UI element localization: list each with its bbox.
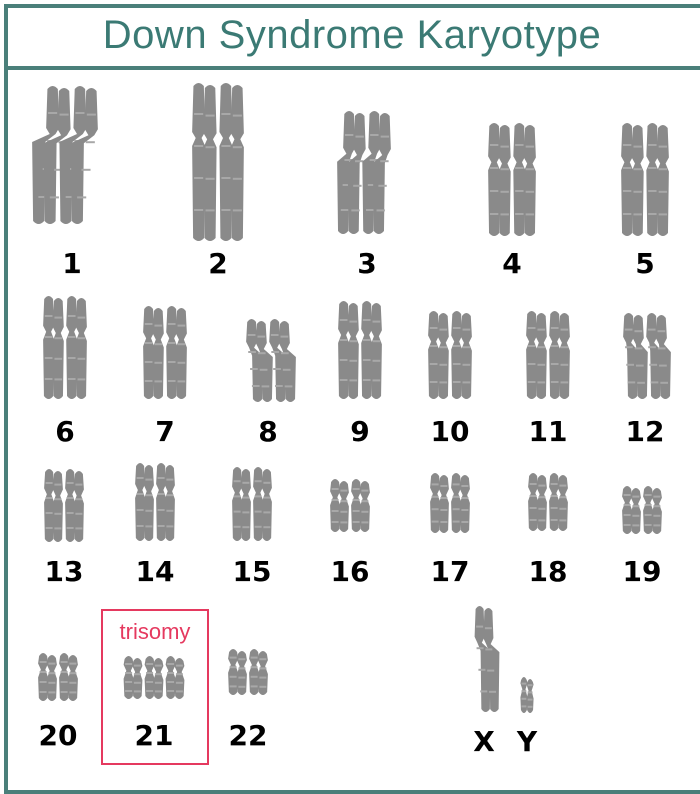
chromosome-17-copy: [430, 473, 449, 533]
chromosome-15: [232, 467, 272, 541]
chromosome-14-copy: [135, 463, 154, 541]
chromosome-14: [135, 463, 175, 541]
chromosome-label-3: 3: [337, 250, 397, 278]
chromosome-13-copy: [44, 469, 63, 542]
chromosome-12-copy: [623, 313, 648, 399]
chromosome-drawing: [0, 0, 700, 777]
chromosome-label-19: 19: [612, 558, 672, 586]
chromosome-x-copy: [475, 606, 500, 712]
chromosome-21-copy: [166, 656, 185, 699]
chromosome-10-copy: [451, 311, 472, 399]
chromosome-label-2: 2: [188, 250, 248, 278]
chromosome-label-11: 11: [518, 418, 578, 446]
chromosome-22-copy: [249, 649, 268, 695]
chromosome-20-copy: [38, 653, 57, 701]
chromosome-13: [44, 469, 84, 542]
chromosome-label-5: 5: [615, 250, 675, 278]
chromosome-y: [520, 677, 533, 713]
chromosome-6-copy: [43, 296, 64, 399]
chromosome-7: [143, 306, 187, 399]
chromosome-3-copy: [337, 111, 366, 234]
chromosome-label-6: 6: [35, 418, 95, 446]
chromosome-label-16: 16: [320, 558, 380, 586]
chromosome-y-copy: [520, 677, 533, 713]
chromosome-13-copy: [65, 469, 84, 542]
chromosome-20: [38, 653, 78, 701]
chromosome-15-copy: [253, 467, 272, 541]
chromosome-5-copy: [646, 123, 669, 236]
chromosome-11-copy: [526, 311, 547, 399]
chromosome-19-copy: [643, 486, 662, 534]
chromosome-2: [192, 83, 244, 241]
chromosome-9: [338, 301, 382, 399]
chromosome-label-7: 7: [135, 418, 195, 446]
chromosome-3-copy: [362, 111, 391, 234]
chromosome-5-copy: [621, 123, 644, 236]
chromosome-19: [622, 486, 662, 534]
chromosome-8: [246, 319, 296, 402]
chromosome-5: [621, 123, 669, 236]
chromosome-x: [475, 606, 500, 712]
chromosome-6: [43, 296, 87, 399]
chromosome-9-copy: [338, 301, 359, 399]
chromosome-11-copy: [549, 311, 570, 399]
chromosome-7-copy: [143, 306, 164, 399]
chromosome-label-9: 9: [330, 418, 390, 446]
chromosome-18: [528, 473, 568, 531]
chromosome-21-copy: [145, 656, 164, 699]
chromosome-4-copy: [488, 123, 511, 236]
chromosome-label-18: 18: [518, 558, 578, 586]
chromosome-12-copy: [646, 313, 671, 399]
chromosome-label-15: 15: [222, 558, 282, 586]
chromosome-7-copy: [166, 306, 187, 399]
chromosome-16-copy: [330, 479, 349, 532]
chromosome-label-y: Y: [497, 728, 557, 756]
chromosome-11: [526, 311, 570, 399]
chromosome-14-copy: [156, 463, 175, 541]
chromosome-label-22: 22: [218, 722, 278, 750]
chromosome-8-copy: [269, 319, 296, 402]
chromosome-4: [488, 123, 536, 236]
chromosome-18-copy: [528, 473, 547, 531]
chromosome-17: [430, 473, 470, 533]
chromosome-18-copy: [549, 473, 568, 531]
chromosome-label-12: 12: [615, 418, 675, 446]
chromosome-6-copy: [66, 296, 87, 399]
chromosome-15-copy: [232, 467, 251, 541]
chromosome-3: [337, 111, 391, 234]
chromosome-1: [32, 86, 98, 224]
chromosome-12: [623, 313, 671, 399]
chromosome-20-copy: [59, 653, 78, 701]
chromosome-label-21: 21: [124, 722, 184, 750]
chromosome-16: [330, 479, 370, 532]
chromosome-label-17: 17: [420, 558, 480, 586]
chromosome-label-20: 20: [28, 722, 88, 750]
chromosome-22-copy: [228, 649, 247, 695]
chromosome-21-copy: [124, 656, 143, 699]
chromosome-label-8: 8: [238, 418, 298, 446]
chromosome-label-10: 10: [420, 418, 480, 446]
chromosome-22: [228, 649, 268, 695]
chromosome-label-13: 13: [34, 558, 94, 586]
chromosome-21: [124, 656, 185, 699]
chromosome-label-14: 14: [125, 558, 185, 586]
chromosome-grid: [0, 0, 700, 777]
chromosome-10-copy: [428, 311, 449, 399]
chromosome-label-1: 1: [42, 250, 102, 278]
chromosome-16-copy: [351, 479, 370, 532]
chromosome-4-copy: [513, 123, 536, 236]
chromosome-9-copy: [361, 301, 382, 399]
chromosome-17-copy: [451, 473, 470, 533]
chromosome-8-copy: [246, 319, 273, 402]
chromosome-2-copy: [219, 83, 243, 241]
chromosome-10: [428, 311, 472, 399]
chromosome-2-copy: [192, 83, 216, 241]
chromosome-label-4: 4: [482, 250, 542, 278]
chromosome-19-copy: [622, 486, 641, 534]
